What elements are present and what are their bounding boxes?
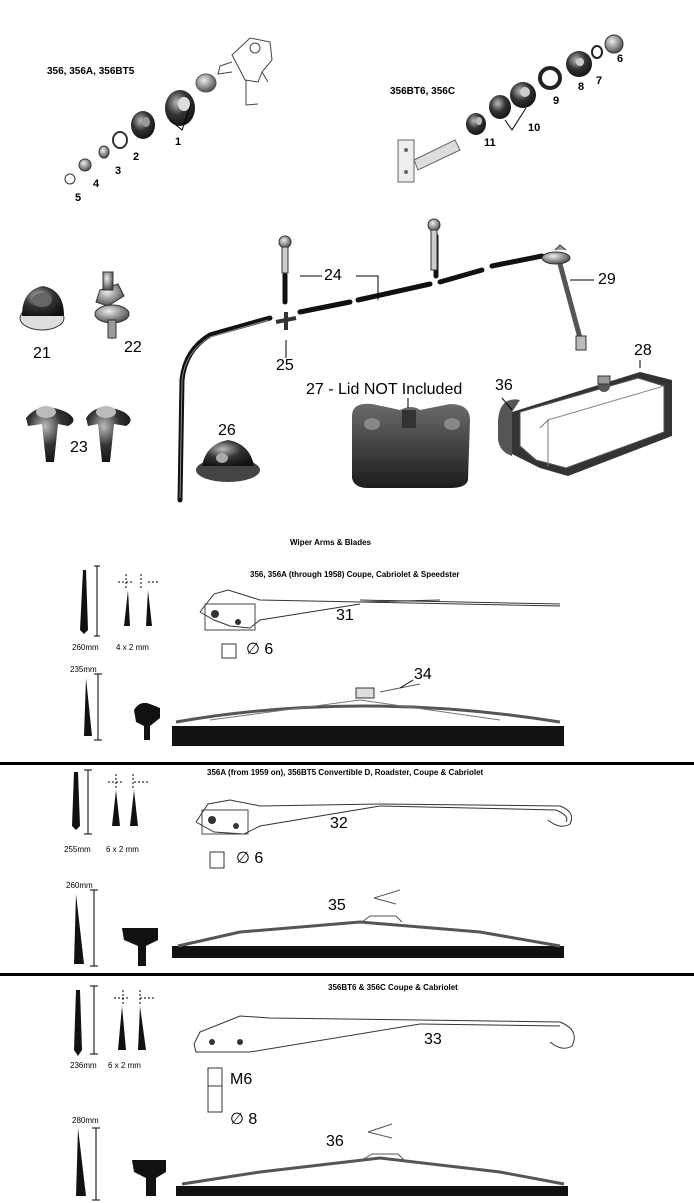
section1-drawings (80, 565, 564, 746)
section3-title: 356BT6 & 356C Coupe & Cabriolet (328, 983, 458, 992)
part-number-29: 29 (598, 271, 616, 288)
part-number-11: 11 (484, 137, 496, 149)
section2-shaft-diameter: ∅ 6 (236, 850, 264, 867)
part-number-35: 35 (328, 897, 346, 914)
part-number-4: 4 (93, 178, 100, 190)
group-label-early: 356, 356A, 356BT5 (47, 66, 135, 77)
section3-blade-length: 280mm (72, 1116, 99, 1125)
divider-1 (0, 762, 694, 765)
section3-arm-length: 236mm (70, 1061, 97, 1070)
section1-title: 356, 356A (through 1958) Coupe, Cabriole… (250, 570, 460, 579)
part-number-22: 22 (124, 339, 142, 356)
section1-shaft-diameter: ∅ 6 (246, 641, 274, 658)
section1-arm-width: 4 x 2 mm (116, 643, 149, 652)
section3-thread: M6 (230, 1071, 253, 1088)
part-number-21: 21 (33, 345, 51, 362)
part-number-36-reservoir: 36 (495, 377, 513, 394)
section2-arm-length: 255mm (64, 845, 91, 854)
part-number-33: 33 (424, 1031, 442, 1048)
part-number-28: 28 (634, 342, 652, 359)
wiper-shaft-assembly-early (64, 37, 273, 185)
part-number-32: 32 (330, 815, 348, 832)
section2-blade-length: 260mm (66, 881, 93, 890)
section2-title: 356A (from 1959 on), 356BT5 Convertible … (207, 768, 484, 777)
section3-arm-width: 6 x 2 mm (108, 1061, 141, 1070)
part-number-24: 24 (324, 267, 342, 284)
wiper-section-heading: Wiper Arms & Blades (290, 538, 371, 547)
divider-2 (0, 973, 694, 976)
section3-drawings (74, 985, 575, 1201)
washer-system-drawing (19, 218, 672, 503)
part-number-3: 3 (115, 165, 122, 177)
part-number-2: 2 (133, 151, 140, 163)
part-number-31: 31 (336, 607, 354, 624)
part-number-9: 9 (553, 95, 560, 107)
section2-arm-width: 6 x 2 mm (106, 845, 139, 854)
part-number-1: 1 (175, 136, 182, 148)
section1-arm-length: 260mm (72, 643, 99, 652)
part-number-6: 6 (617, 53, 624, 65)
part-number-25: 25 (276, 357, 294, 374)
section1-blade-length: 235mm (70, 665, 97, 674)
part-number-8: 8 (578, 81, 585, 93)
group-label-late: 356BT6, 356C (390, 86, 456, 97)
part-number-23: 23 (70, 439, 88, 456)
part-number-36-blade: 36 (326, 1133, 344, 1150)
part-number-26: 26 (218, 422, 236, 439)
part-number-10: 10 (528, 122, 541, 134)
callout-27: 27 - Lid NOT Included (306, 381, 463, 398)
part-number-34: 34 (414, 666, 432, 683)
part-number-7: 7 (596, 75, 603, 87)
section3-shaft-diameter: ∅ 8 (230, 1111, 258, 1128)
wiper-shaft-assembly-late (397, 34, 624, 183)
section2-drawings (72, 769, 573, 967)
part-number-5: 5 (75, 192, 82, 204)
